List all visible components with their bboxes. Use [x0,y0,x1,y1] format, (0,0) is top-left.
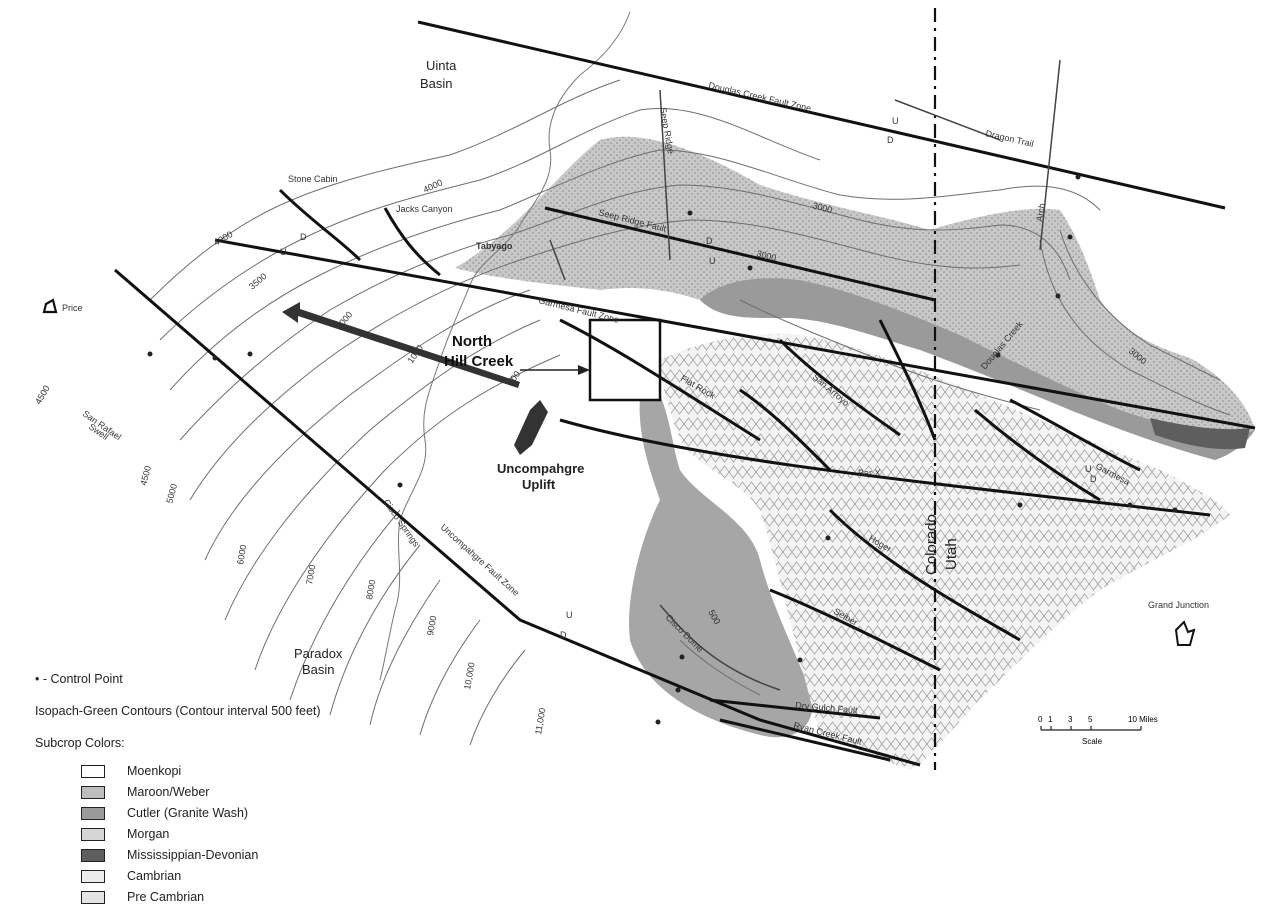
fault-down-mark-2: D [300,232,307,242]
legend-label: Moenkopi [127,764,182,778]
contour-3500: 3500 [247,271,269,292]
arch-label: Arch [1034,202,1047,222]
contour-4000-b: 4000 [212,229,234,248]
bar-x-label: Bar X [858,468,881,478]
uplift-arrow-icon [514,400,548,455]
legend-item: Moenkopi [35,764,182,779]
jacks-canyon-label: Jacks Canyon [396,204,453,214]
legend-label: Cambrian [127,869,182,883]
colorado-label: Colorado [923,514,940,575]
contour-4500-b: 4500 [138,465,153,487]
uncompahgre-uplift-label-2: Uplift [522,477,556,492]
tabyago-label: Tabyago [476,241,513,251]
legend-item: Cambrian [35,869,182,884]
grand-junction-icon [1174,620,1196,646]
scale-bar: 0 1 3 5 10 Miles Scale [1036,712,1186,752]
contour-4500-a: 4500 [33,384,52,406]
green-river [379,11,631,681]
fault-down-mark-1: D [887,135,894,145]
legend-swatch-maroon-weber [81,786,105,800]
grand-junction-label: Grand Junction [1148,600,1209,610]
legend-swatch-morgan [81,828,105,842]
legend-label: Pre Cambrian [127,890,205,904]
maroon-weber-area [455,136,1255,434]
fault-down-mark-3: D [706,236,713,246]
cutler-area [700,278,1255,460]
fault-up-mark-1: U [892,116,899,126]
price-label: Price [62,303,83,313]
contour-5000: 5000 [164,483,179,505]
uncompahgre-uplift-label-1: Uncompahgre [497,461,584,476]
price-icon [42,298,58,314]
contour-7000: 7000 [304,564,317,585]
legend-control-point: • - Control Point [35,672,123,686]
legend-label: Cutler (Granite Wash) [127,806,249,820]
paradox-basin-label-2: Basin [302,662,335,677]
uinta-basin-label-2: Basin [420,76,453,91]
fault-up-mark-5: U [1085,464,1092,474]
scale-tick-5: 5 [1088,715,1093,724]
nhc-arrowhead-icon [578,365,590,375]
scale-tick-3: 3 [1068,715,1073,724]
legend-item: Cutler (Granite Wash) [35,806,249,821]
control-points [147,174,1178,725]
contour-6000: 6000 [235,544,248,565]
north-hill-creek-label-2: Hill Creek [444,353,514,370]
contour-8000: 8000 [364,579,377,600]
legend-label: Morgan [127,827,170,841]
fault-down-mark-5: D [1090,474,1097,484]
legend-item: Maroon/Weber [35,785,210,800]
legend-swatch-precambrian [81,891,105,905]
uncompahgre-arrow-icon [282,302,520,388]
douglas-creek-fault-label: Douglas Creek Fault Zone [708,80,813,113]
scale-label: Scale [1082,737,1103,746]
legend-label: Mississippian-Devonian [127,848,259,862]
legend-swatch-moenkopi [81,765,105,779]
fault-down-mark-4: D [560,630,567,640]
fault-up-mark-4: U [566,610,573,620]
contour-9000: 9000 [425,615,438,636]
legend-swatch-mississippian [81,849,105,863]
scale-tick-10: 10 Miles [1128,715,1158,724]
scale-tick-1: 1 [1048,715,1053,724]
fault-up-mark-2: U [280,247,287,257]
mississippian-area [1150,418,1250,450]
legend-item: Pre Cambrian [35,890,205,905]
uinta-basin-label-1: Uinta [426,58,457,73]
scale-tick-0: 0 [1038,715,1043,724]
dragon-trail-label: Dragon Trail [985,128,1035,149]
north-hill-creek-label-1: North [452,333,492,350]
cisco-springs-label: Cisco Springs [381,497,421,549]
legend-swatch-cambrian [81,870,105,884]
cutler-south-area [629,370,813,738]
legend-item: Morgan [35,827,170,842]
paradox-basin-label-1: Paradox [294,646,343,661]
subcrop-areas [455,136,1255,770]
fault-up-mark-3: U [709,256,716,266]
contour-11000: 11,000 [533,707,548,735]
legend-isopach: Isopach-Green Contours (Contour interval… [35,704,321,718]
legend-label: Maroon/Weber [127,785,210,799]
legend-item: Mississippian-Devonian [35,848,259,863]
isopach-contours [149,79,1231,746]
legend-subcrop-title: Subcrop Colors: [35,736,125,750]
legend-swatch-cutler [81,807,105,821]
scale-bar-graphic: 0 1 3 5 10 Miles Scale [1038,715,1158,746]
contour-10000: 10,000 [462,661,477,690]
utah-label: Utah [943,538,960,570]
faults [114,20,1256,767]
anticline-axes [549,59,1061,691]
stone-cabin-label: Stone Cabin [288,174,338,184]
north-hill-creek-tract [588,318,662,402]
